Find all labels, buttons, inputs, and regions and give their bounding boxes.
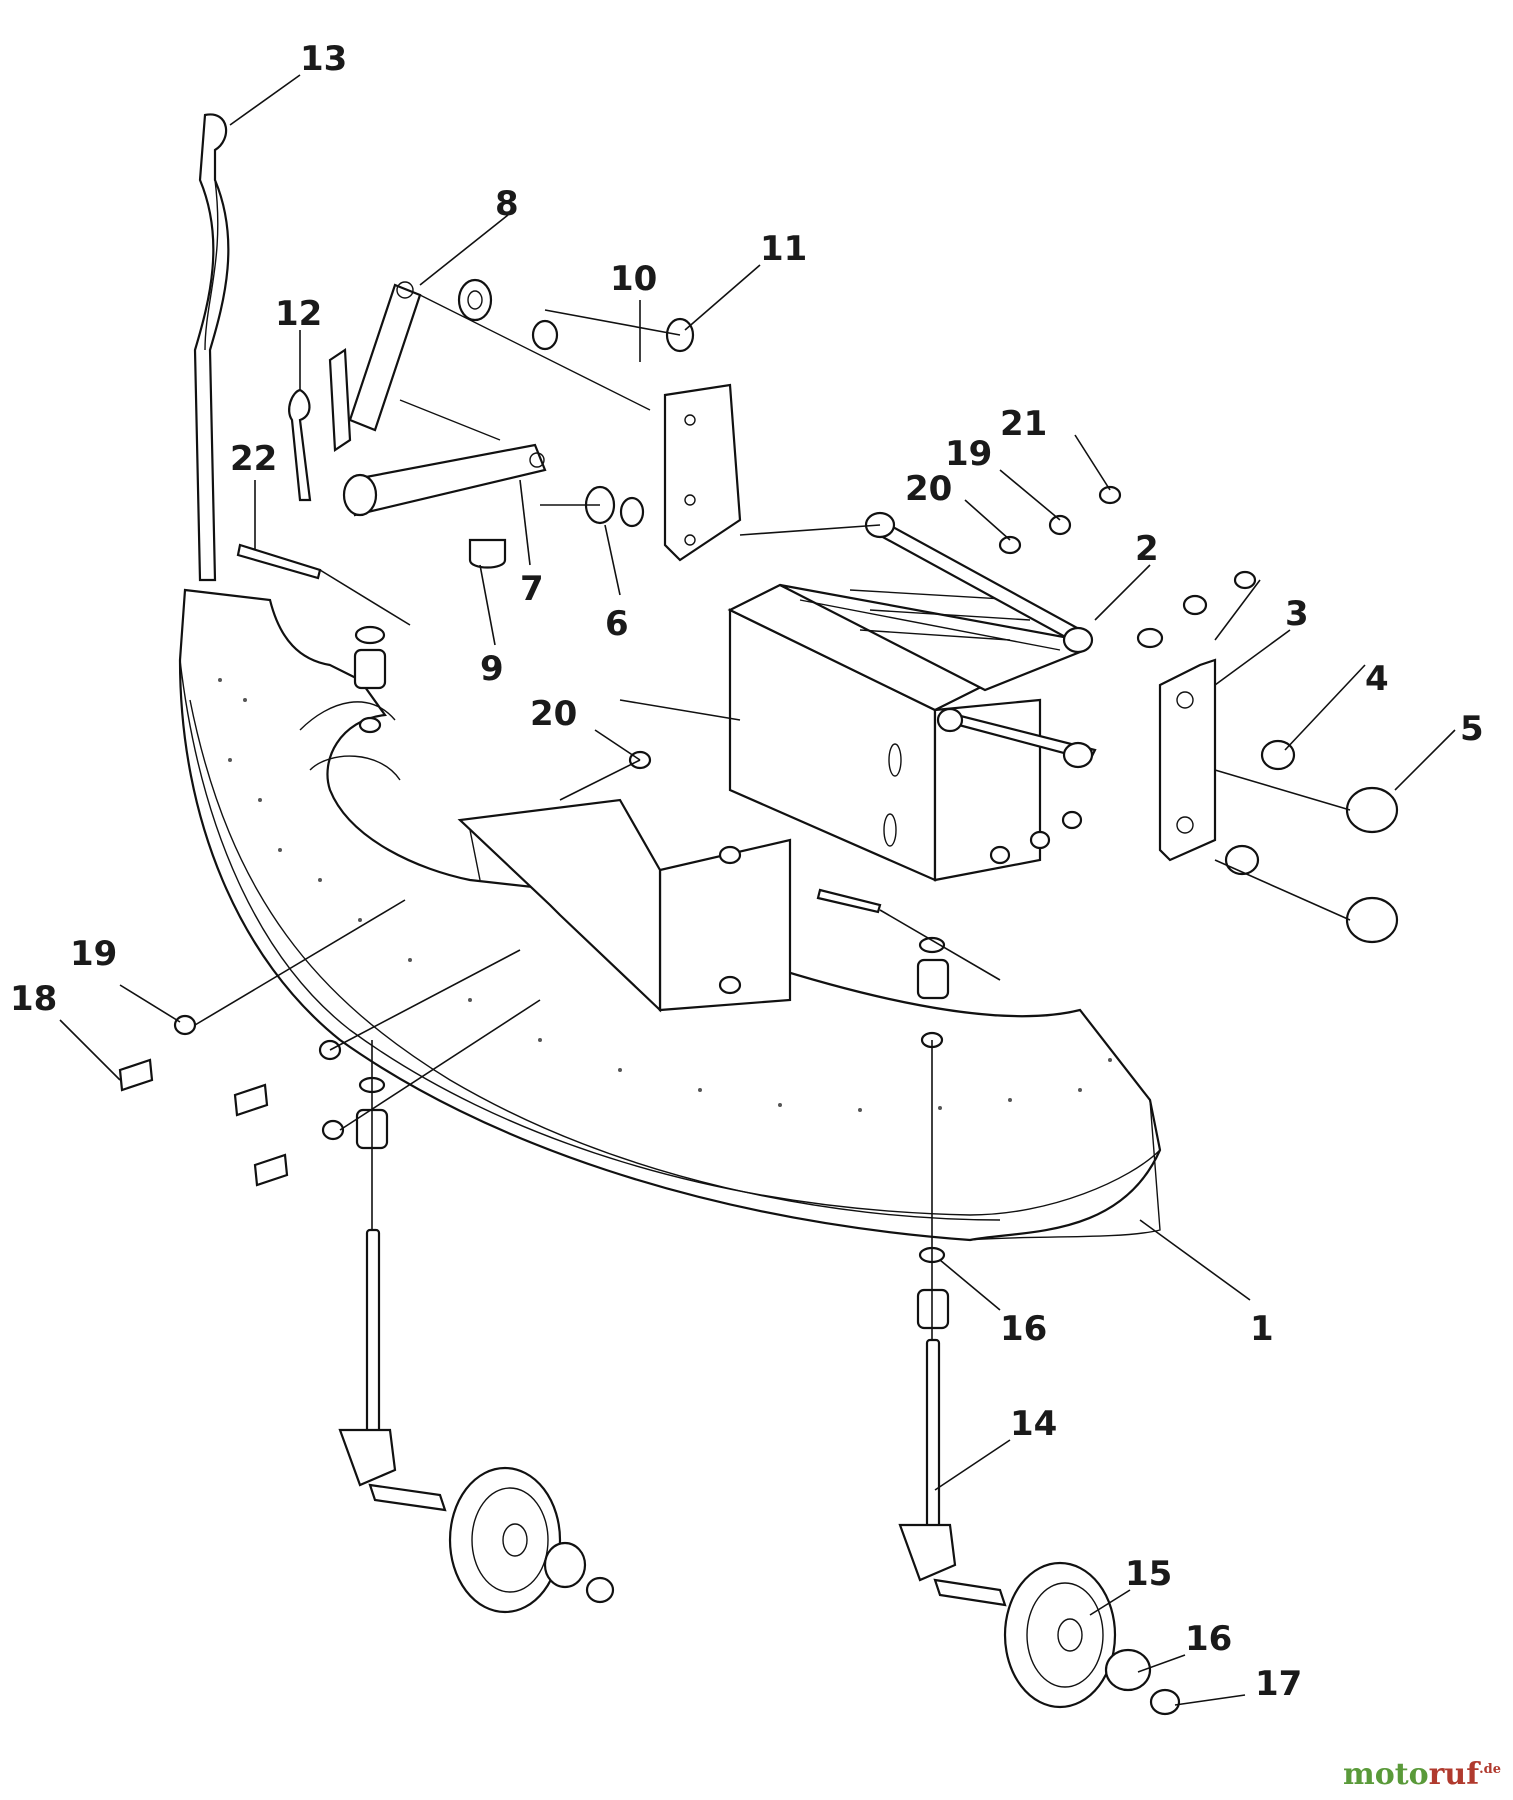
callout-label: 12 [275,294,322,334]
cotter-pins [236,388,882,914]
callout-label: 19 [945,434,992,474]
watermark-part-2: ruf [1428,1757,1480,1792]
lift-rod [193,113,230,582]
callout-label: 17 [1255,1664,1302,1704]
callout-label: 5 [1460,709,1484,749]
callout-label: 10 [610,259,657,299]
callout-label: 2 [1135,529,1159,569]
callout-label: 13 [300,39,347,79]
wheel-right [898,1338,1181,1716]
callout-label: 16 [1000,1309,1047,1349]
bracket-plate [663,383,742,562]
callout-label: 21 [1000,404,1047,444]
callout-label: 3 [1285,594,1309,634]
callout-label: 8 [495,184,519,224]
callout-label: 15 [1125,1554,1172,1594]
deck-plate [178,588,1162,1242]
callout-label: 20 [905,469,952,509]
watermark-suffix: .de [1479,1762,1501,1777]
explode-lines [194,309,1351,1340]
callout-label: 11 [760,229,807,269]
springs [353,625,950,1330]
deck-perforations [218,678,1112,1112]
callout-label: 6 [605,604,629,644]
callout-label: 19 [70,934,117,974]
center-housing [457,583,1087,1013]
watermark-logo: motoruf.de [1343,1757,1501,1792]
watermark-part-1: moto [1342,1757,1429,1792]
side-plate [1158,658,1217,862]
linkage [328,281,651,517]
shaft-assembly [864,511,1097,769]
callout-label: 4 [1365,659,1389,699]
callout-label: 22 [230,439,277,479]
callout-label: 16 [1185,1619,1232,1659]
callout-label: 14 [1010,1404,1057,1444]
callout-labels: 13 8 10 11 12 22 9 7 6 21 19 20 2 3 4 5 … [10,39,1484,1704]
wheel-left [338,1228,615,1614]
callout-label: 1 [1250,1309,1274,1349]
callout-label: 20 [530,694,577,734]
leader-lines [59,74,1456,1706]
callout-label: 7 [520,569,544,609]
callout-label: 18 [10,979,57,1019]
callout-label: 9 [480,649,504,689]
